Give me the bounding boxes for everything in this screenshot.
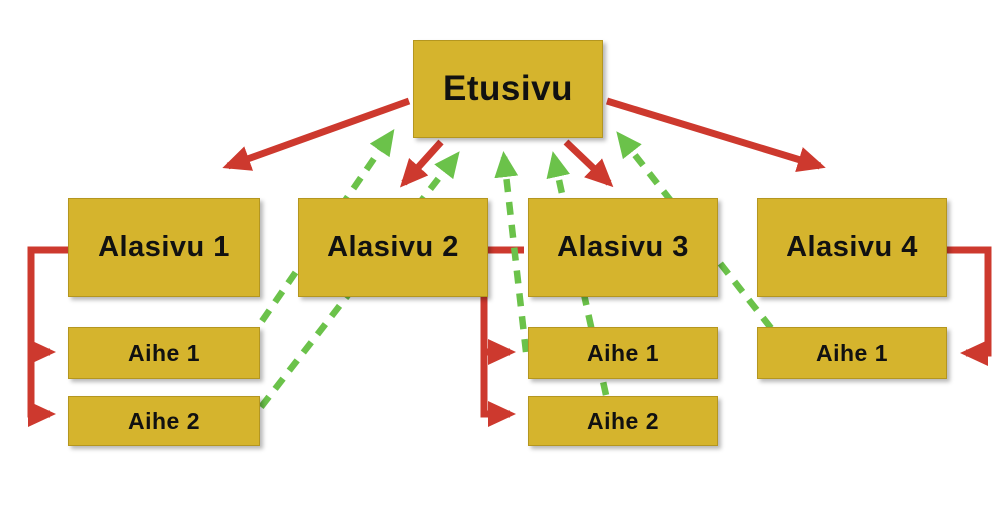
- edge-home-to-alasivu4: [605, 97, 826, 173]
- edge-home-to-alasivu1: [222, 97, 411, 171]
- edge-alasivu3-to-aihe2: [480, 246, 524, 427]
- edge-alasivu1-to-aihe2: [27, 246, 68, 427]
- edge-home-to-alasivu3: [563, 139, 614, 188]
- edge-aihe3-1-to-home: [494, 151, 530, 353]
- edge-aihe1-2-to-home: [258, 151, 460, 409]
- node-alasivu-2: Alasivu 2: [298, 198, 488, 297]
- node-alasivu-1: Alasivu 1: [68, 198, 260, 297]
- node-alasivu1-aihe-1: Aihe 1: [68, 327, 260, 379]
- edge-alasivu4-to-aihe1: [947, 246, 992, 366]
- edge-aihe1-1-to-home: [259, 129, 395, 323]
- node-etusivu: Etusivu: [413, 40, 603, 138]
- node-alasivu3-aihe-1: Aihe 1: [528, 327, 718, 379]
- node-alasivu-3: Alasivu 3: [528, 198, 718, 297]
- edge-home-to-alasivu2: [399, 139, 444, 188]
- node-alasivu3-aihe-2: Aihe 2: [528, 396, 718, 446]
- node-alasivu4-aihe-1: Aihe 1: [757, 327, 947, 379]
- node-alasivu1-aihe-2: Aihe 2: [68, 396, 260, 446]
- node-alasivu-4: Alasivu 4: [757, 198, 947, 297]
